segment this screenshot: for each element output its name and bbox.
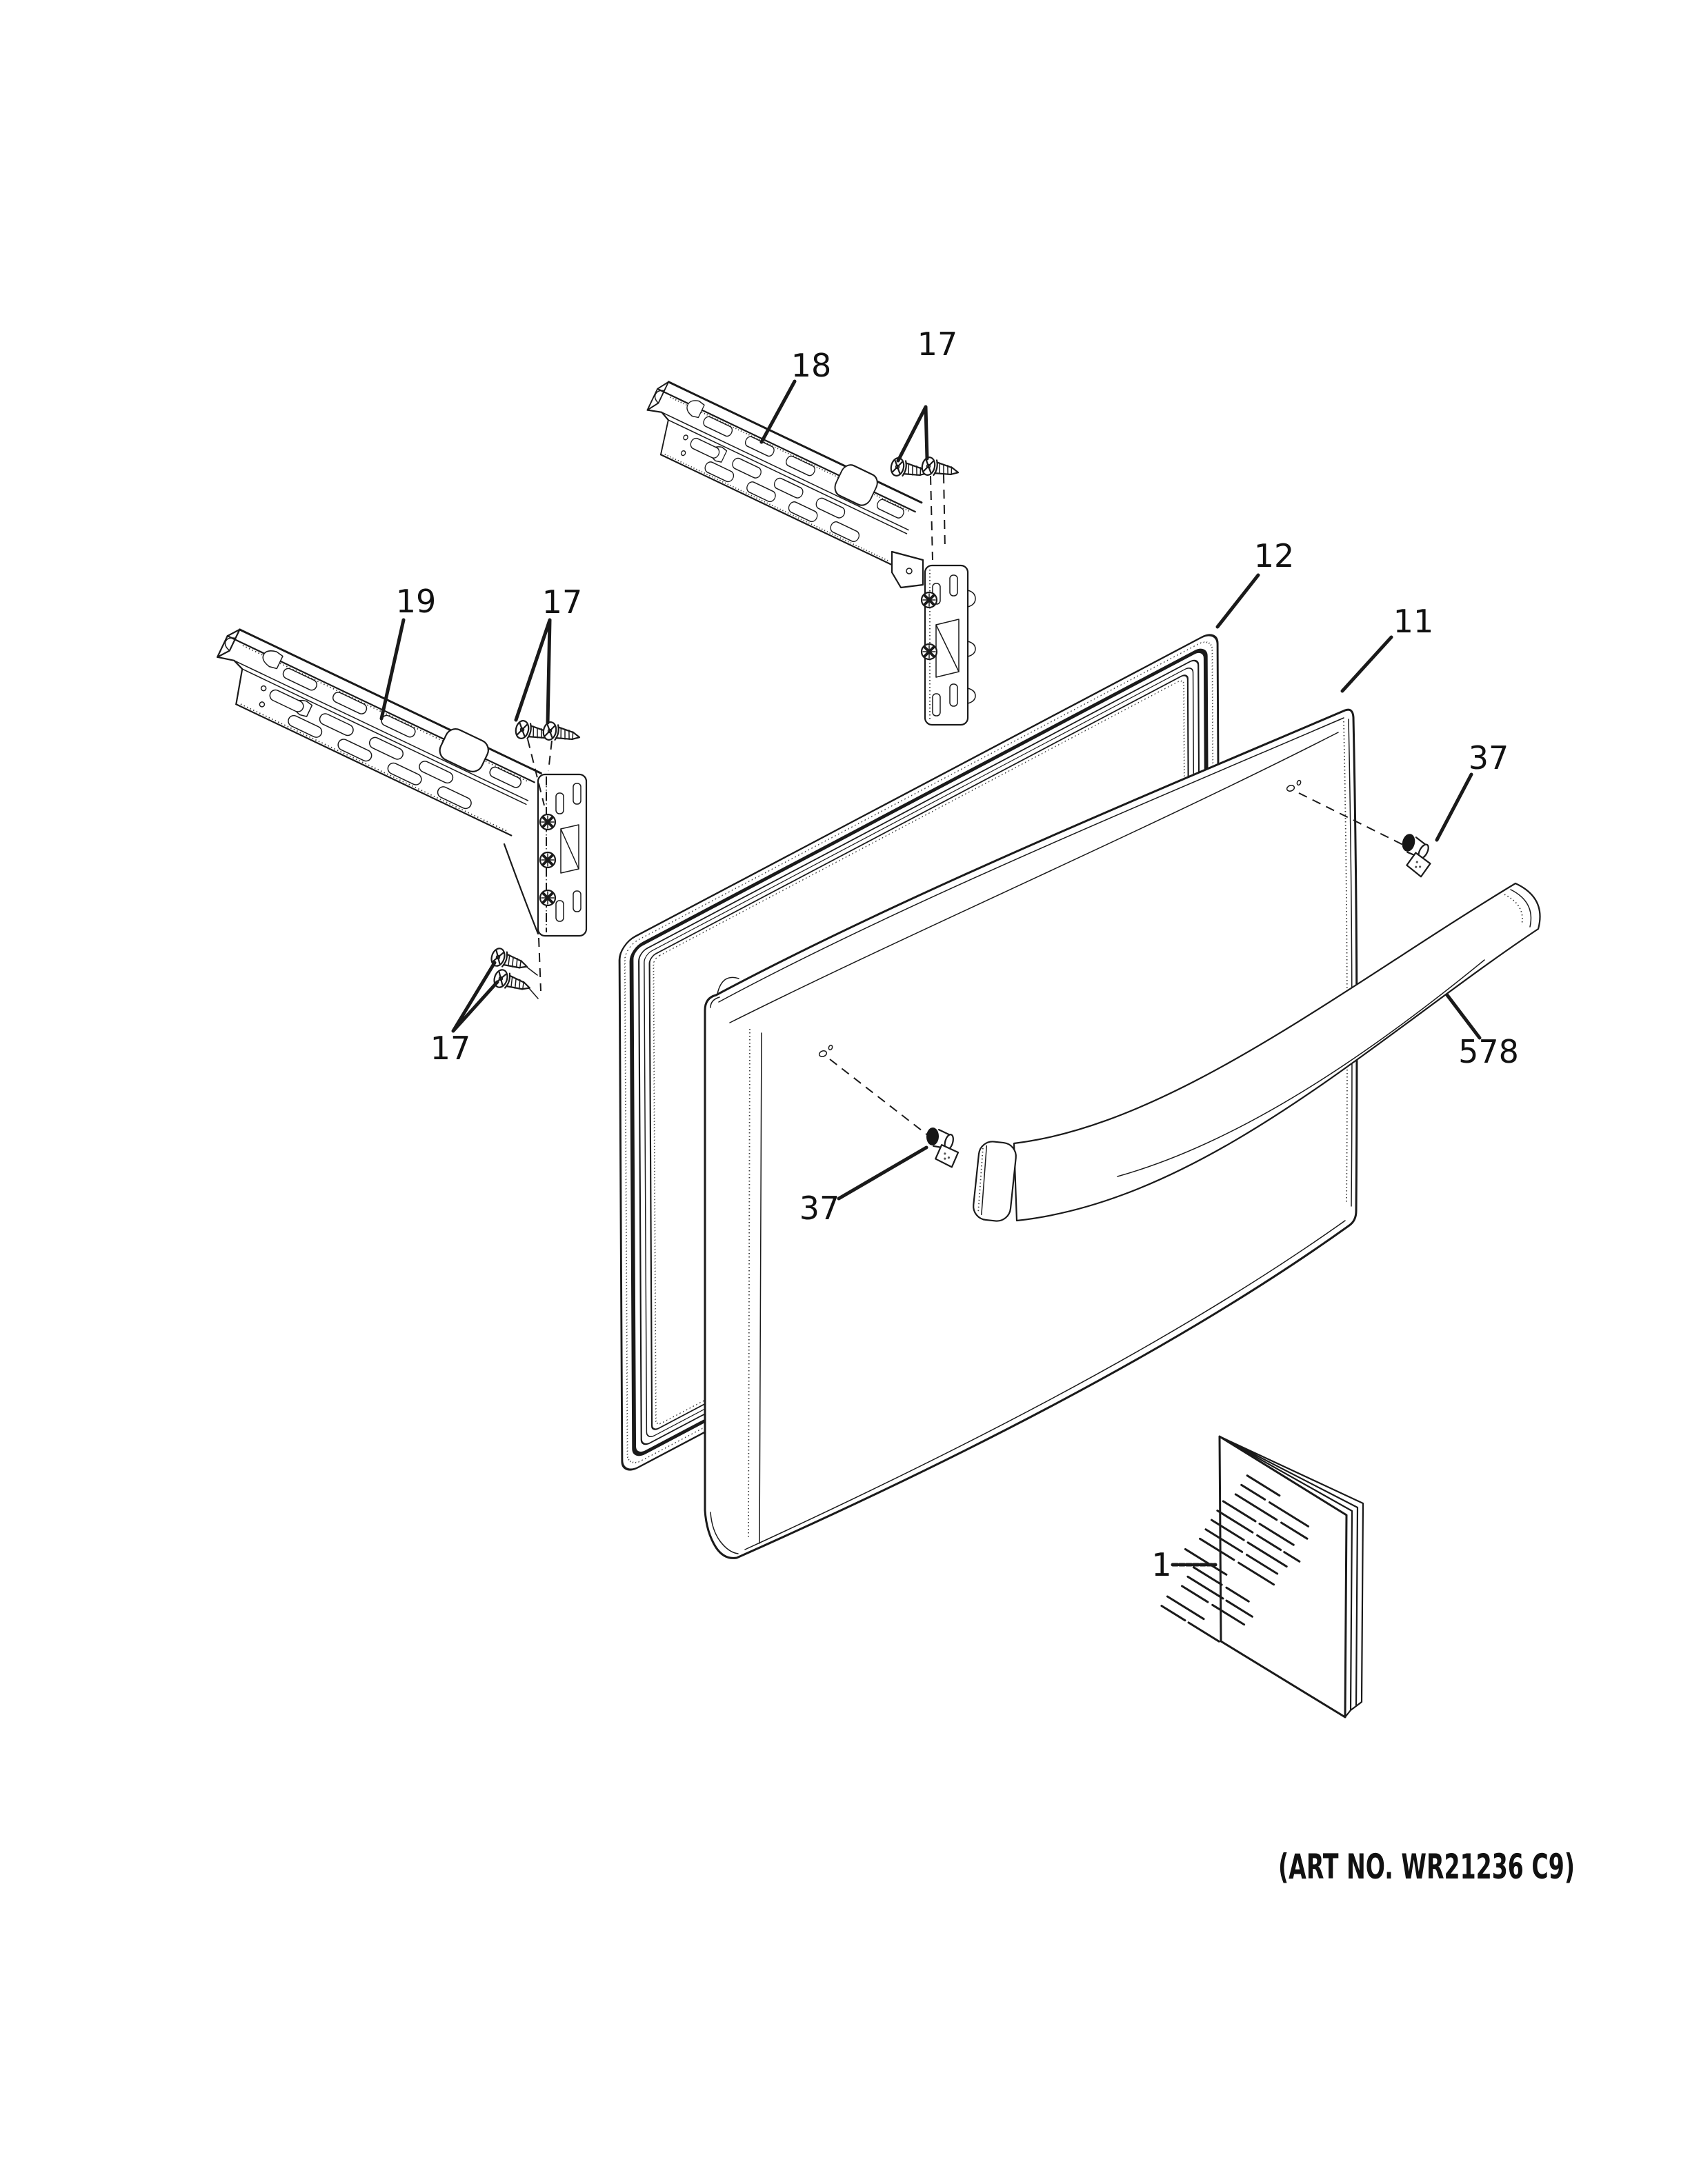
callout-578-label: 578 bbox=[1458, 1033, 1519, 1070]
owners-manual-part-1 bbox=[1160, 1435, 1364, 1719]
callout-1-label: 1 bbox=[1151, 1546, 1171, 1583]
projection-line-left-screw bbox=[829, 1059, 932, 1139]
bracket-19-screw-installed bbox=[539, 851, 557, 869]
door-handle-part-578 bbox=[973, 882, 1541, 1222]
callout-17-lower-label: 17 bbox=[430, 1030, 471, 1067]
callout-17-left-label: 17 bbox=[542, 583, 583, 621]
screws-part-17 bbox=[488, 455, 961, 999]
bracket-18-screw-installed bbox=[920, 591, 938, 609]
mounting-bracket-part-18 bbox=[631, 374, 976, 726]
bracket-18-screw-installed bbox=[920, 643, 938, 661]
mounting-bracket-part-19 bbox=[201, 621, 588, 992]
callout-labels: 18 17 19 17 17 12 11 37 578 37 1 bbox=[396, 325, 1519, 1583]
callout-18-label: 18 bbox=[791, 347, 832, 384]
callout-12-label: 12 bbox=[1254, 537, 1295, 574]
art-number-text: (ART NO. WR21236 C9) bbox=[1278, 1847, 1575, 1887]
handle-screw-right-part-37 bbox=[1389, 829, 1440, 879]
freezer-door-part-11 bbox=[704, 708, 1358, 1559]
callout-19-label: 19 bbox=[396, 583, 437, 620]
projection-line-right-screw bbox=[1298, 792, 1408, 848]
callout-17-top-label: 17 bbox=[917, 325, 958, 363]
callout-37-right-label: 37 bbox=[1469, 739, 1509, 777]
bracket-19-screw-installed bbox=[539, 813, 557, 831]
callout-11-label: 11 bbox=[1393, 603, 1434, 640]
bracket-19-screw-installed bbox=[539, 889, 557, 907]
callout-leader-lines bbox=[379, 379, 1482, 1567]
callout-37-left-label: 37 bbox=[799, 1190, 840, 1227]
